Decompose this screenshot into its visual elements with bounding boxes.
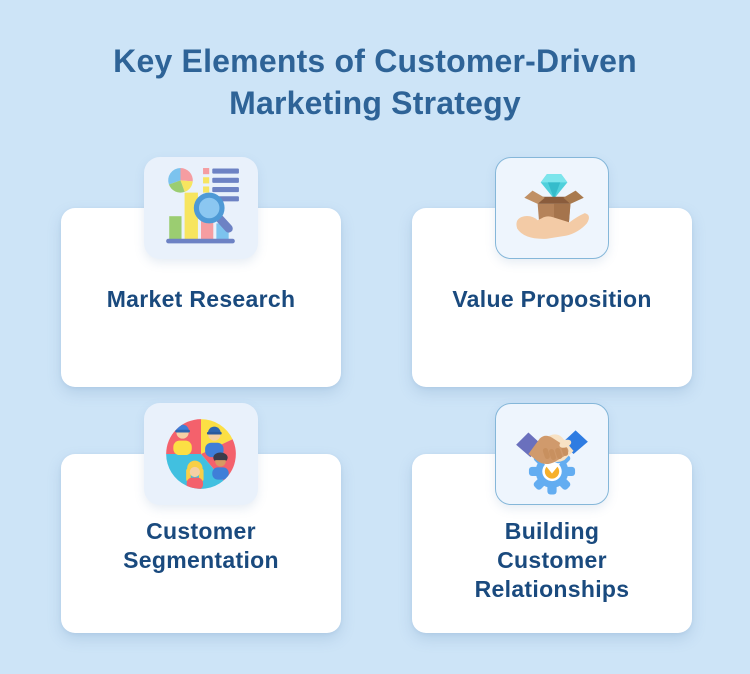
card-market-research: Market Research: [61, 208, 341, 387]
card-label-value-proposition: Value Proposition: [452, 286, 652, 312]
market-research-icon: [166, 168, 239, 244]
card-cell-market-research: Market Research: [61, 157, 341, 387]
card-label-market-research: Market Research: [106, 286, 296, 312]
handshake-icon: [516, 430, 588, 465]
card-cell-building-customer-relationships: Building Customer Relationships: [412, 403, 692, 633]
card-cell-value-proposition: Value Proposition: [412, 157, 692, 387]
market-research-icon-tile: [144, 157, 258, 259]
customer-segmentation-icon-tile: [144, 403, 258, 505]
card-cell-customer-segmentation: Customer Segmentation: [61, 403, 341, 633]
page-title: Key Elements of Customer-Driven Marketin…: [113, 43, 637, 121]
value-proposition-icon-tile: [495, 157, 609, 259]
card-label-building-customer-relationships: Building Customer Relationships: [474, 518, 630, 602]
card-label-customer-segmentation: Customer Segmentation: [123, 518, 279, 573]
building-customer-relationships-icon: [516, 430, 588, 495]
customer-segmentation-icon: [166, 419, 236, 489]
building-customer-relationships-icon-tile: [495, 403, 609, 505]
value-proposition-icon: [516, 174, 589, 239]
